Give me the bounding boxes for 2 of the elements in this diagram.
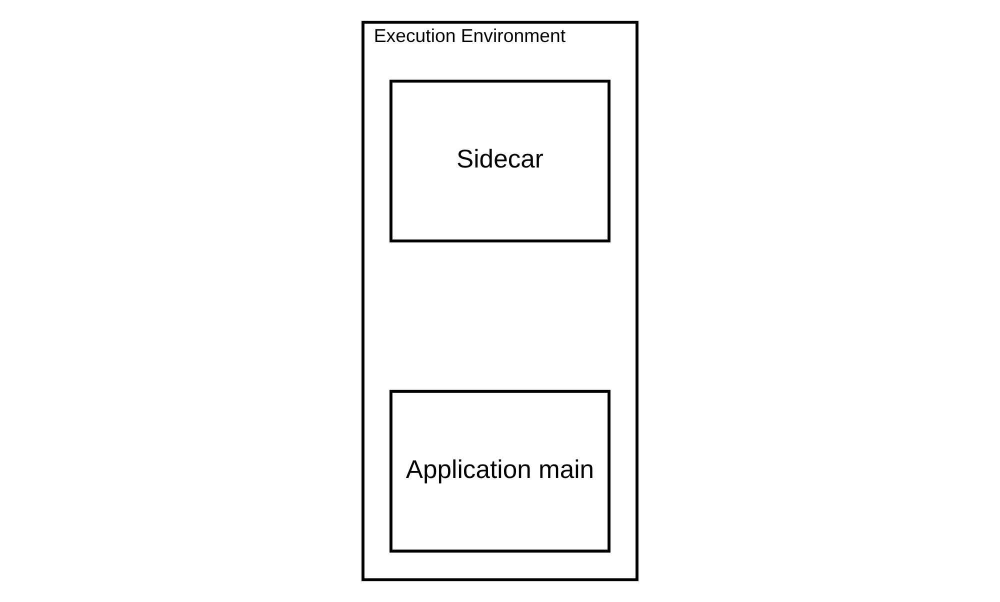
node-box: Application main bbox=[390, 390, 610, 553]
node-box: Sidecar bbox=[390, 80, 610, 242]
